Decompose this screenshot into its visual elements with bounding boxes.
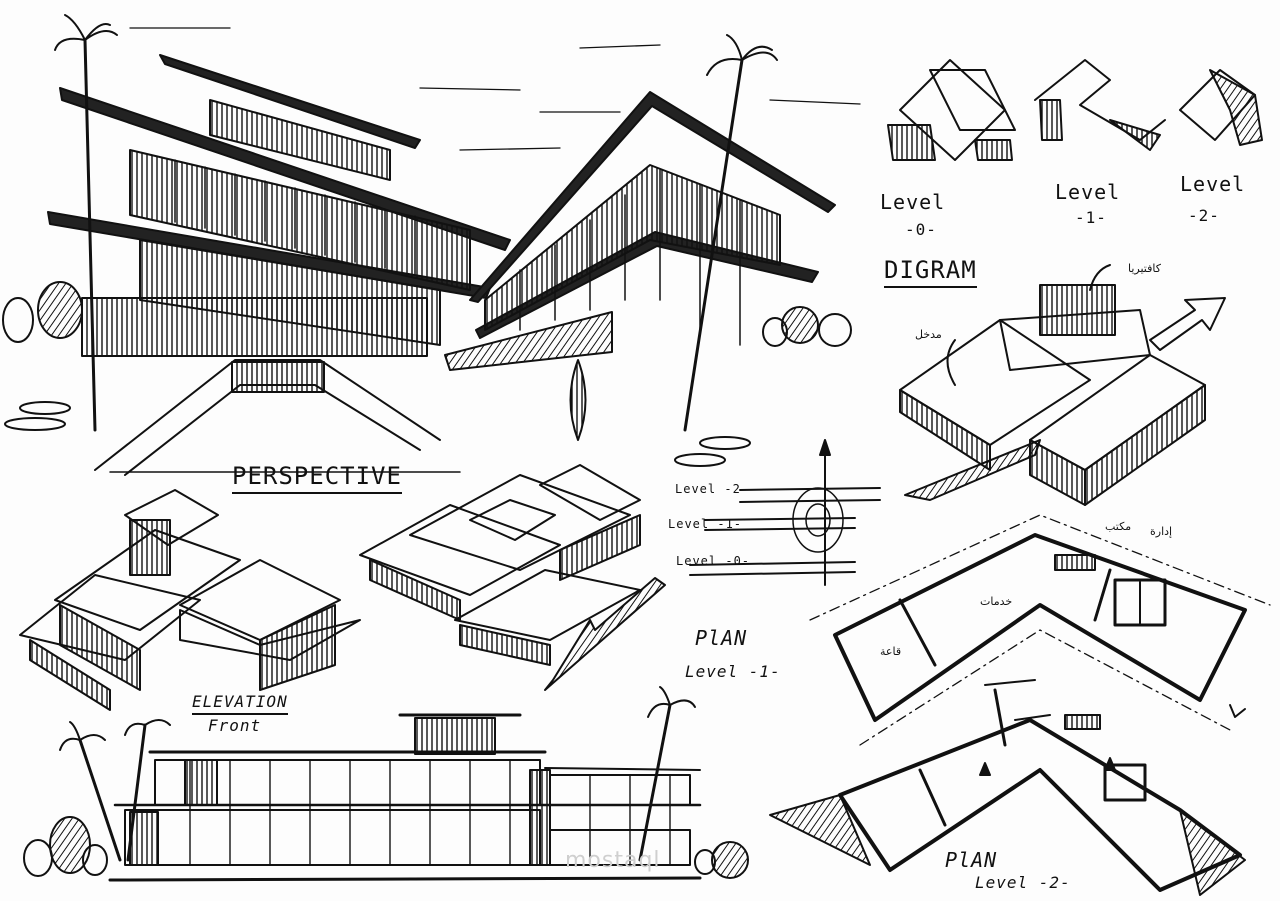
plan1-level: Level -1- — [685, 662, 781, 681]
plan1-title: PlAN — [695, 626, 748, 650]
annotation-hall: قاعة — [880, 645, 902, 658]
level1-label: Level — [1055, 180, 1121, 204]
axon-masses — [19, 464, 666, 711]
massing-diagram — [899, 264, 1226, 506]
annotation-services: خدمات — [980, 595, 1013, 608]
level1-num: -1- — [1075, 208, 1107, 227]
annotation-admin: إدارة — [1150, 525, 1173, 538]
section-level1-label: Level -1- — [668, 517, 743, 531]
section-diagram — [689, 439, 881, 586]
annotation-office: مكتب — [1105, 520, 1132, 533]
perspective-sketch — [2, 14, 861, 476]
plan2-level: Level -2- — [975, 873, 1071, 892]
section-level2-label: Level -2- — [675, 482, 750, 496]
front-label: Front — [208, 716, 262, 735]
level-diagrams — [887, 59, 1263, 161]
level2-label: Level — [1180, 172, 1246, 196]
annotation-entrance: مدخل — [915, 328, 942, 341]
section-level0-label: Level -0- — [676, 554, 751, 568]
front-elevation — [23, 686, 749, 882]
level0-num: -0- — [905, 220, 937, 239]
watermark: mostaql — [565, 848, 661, 873]
digram-label: DIGRAM — [884, 256, 977, 288]
elevation-label: ELEVATION — [192, 692, 288, 715]
perspective-label: PERSPECTIVE — [232, 462, 402, 494]
plan2-title: PlAN — [945, 848, 998, 872]
plan-level-2 — [769, 679, 1246, 896]
level0-label: Level — [880, 190, 946, 214]
level2-num: -2- — [1188, 206, 1220, 225]
plan-level-1 — [809, 514, 1271, 746]
annotation-cafeteria: كافتيريا — [1128, 262, 1161, 275]
